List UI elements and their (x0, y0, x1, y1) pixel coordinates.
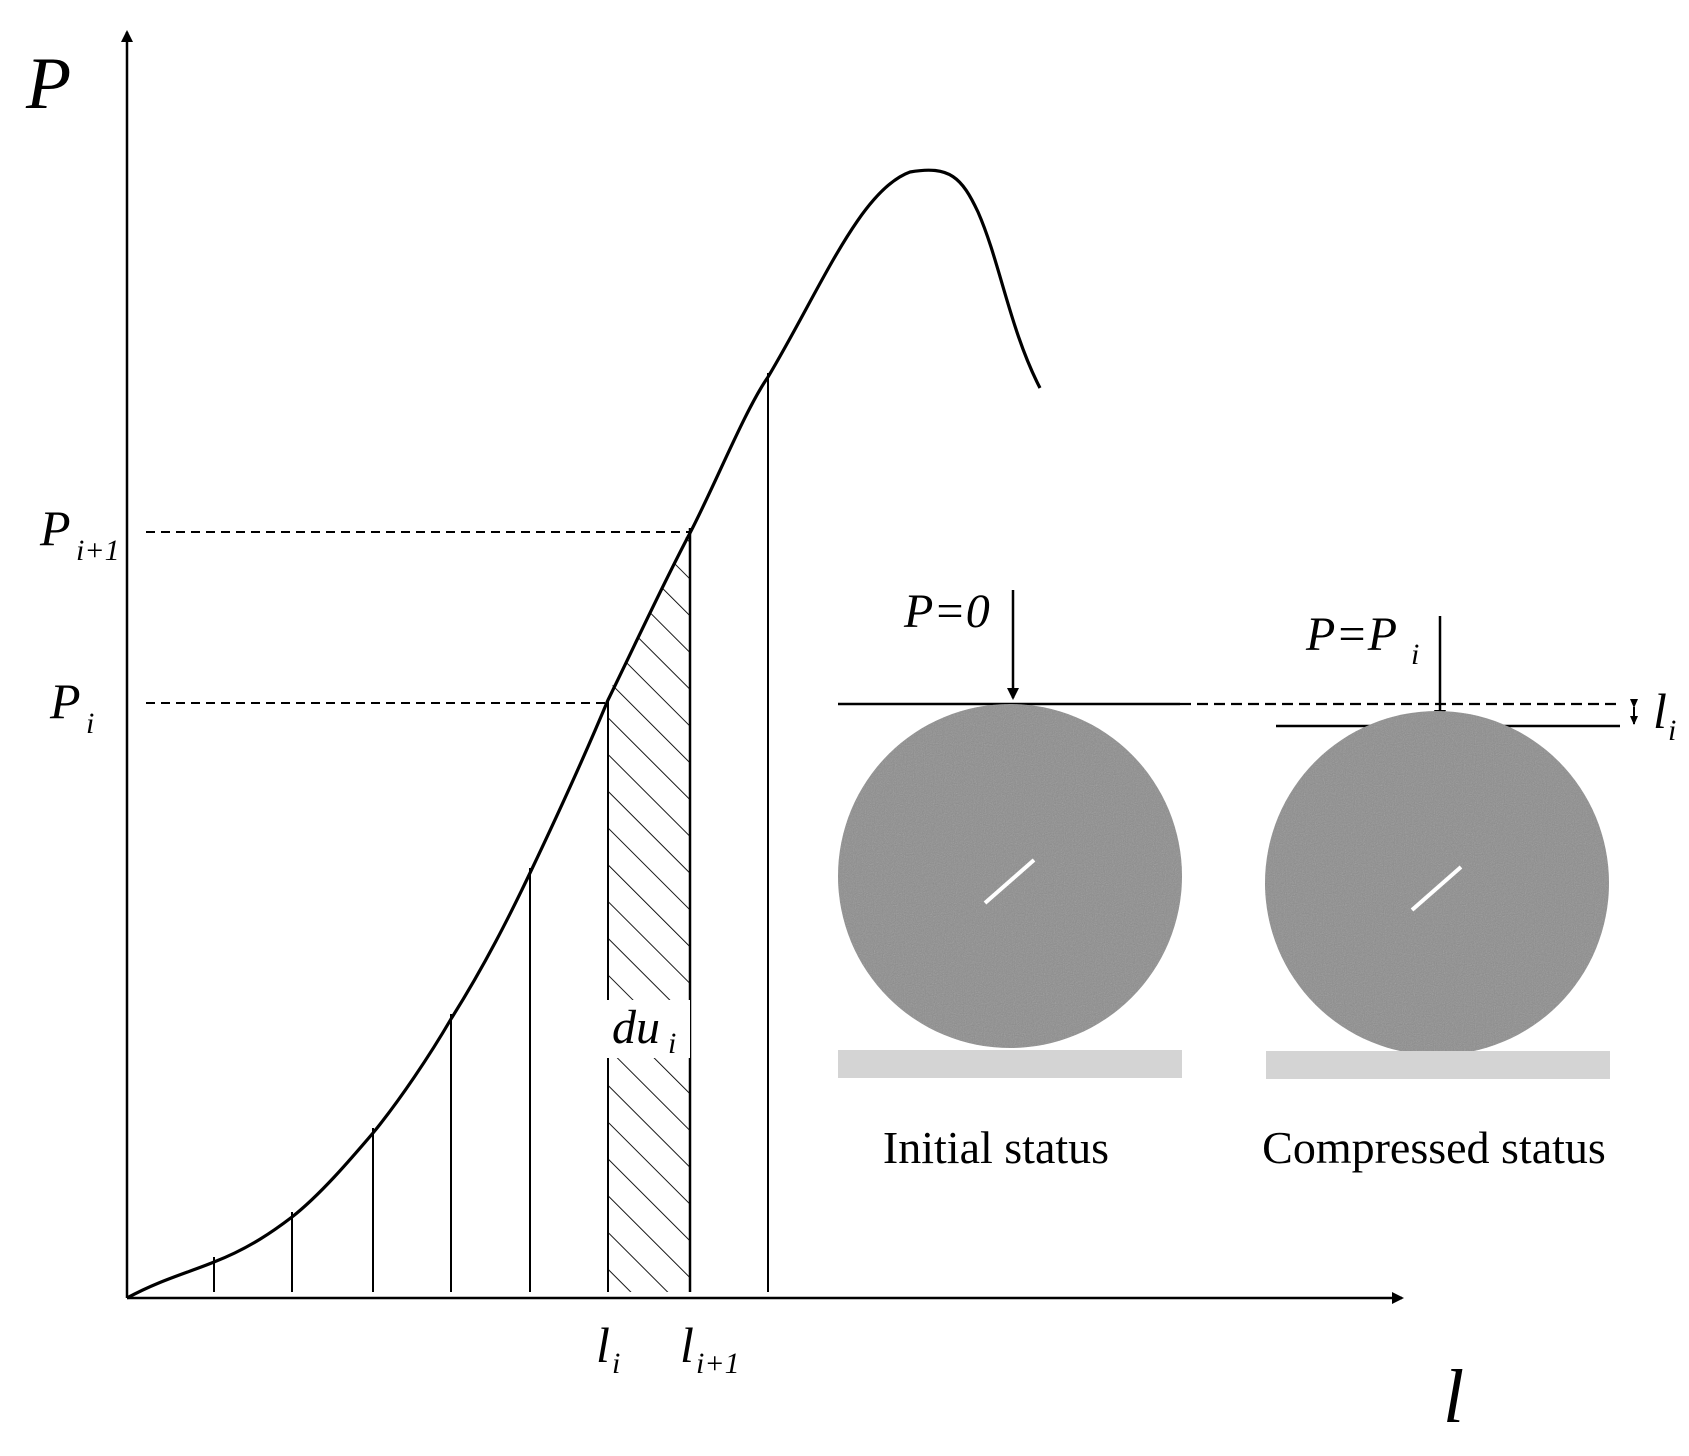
compressed-caption: Compressed status (1262, 1122, 1606, 1173)
initial-load-label: P=0 (903, 585, 990, 638)
marker-l-i-sub: i (612, 1347, 620, 1380)
marker-p-i-sub: i (86, 707, 94, 740)
compressed-bottom-platen (1266, 1051, 1610, 1079)
inset-initial-status: P=0 Initial status (838, 585, 1182, 1173)
load-curve (126, 168, 1042, 1300)
marker-p-i1: P i+1 (39, 500, 120, 567)
axes (121, 30, 1404, 1304)
marker-p-i-base: P (49, 673, 81, 729)
displacement-label-base: l (1653, 683, 1667, 739)
marker-l-i-base: l (596, 1317, 610, 1373)
compressed-crack (1410, 865, 1463, 912)
marker-l-i1-sub: i+1 (696, 1347, 740, 1380)
strip-lines (213, 373, 769, 1292)
area-label-base: du (612, 1001, 660, 1054)
dashed-guides (146, 531, 690, 704)
area-label-sub: i (668, 1027, 676, 1060)
area-label-du-i: du i (606, 1000, 690, 1060)
initial-bottom-platen (838, 1050, 1182, 1078)
marker-p-i: P i (49, 673, 94, 740)
marker-p-i1-sub: i+1 (76, 534, 120, 567)
compressed-load-label-sub: i (1411, 638, 1419, 671)
initial-caption: Initial status (883, 1122, 1109, 1173)
initial-crack (983, 858, 1036, 905)
marker-p-i1-base: P (39, 500, 71, 556)
y-axis-label: P (25, 43, 71, 125)
x-axis-label: l (1443, 1355, 1464, 1439)
displacement-label-sub: i (1668, 714, 1676, 747)
marker-l-i1: l i+1 (680, 1317, 740, 1380)
marker-l-i: l i (596, 1317, 620, 1380)
inset-compressed-status: P=P i Compressed status (1180, 608, 1620, 1173)
marker-l-i1-base: l (680, 1317, 694, 1373)
compressed-load-label-base: P=P (1305, 608, 1397, 661)
displacement-indicator: l i (1630, 683, 1676, 747)
